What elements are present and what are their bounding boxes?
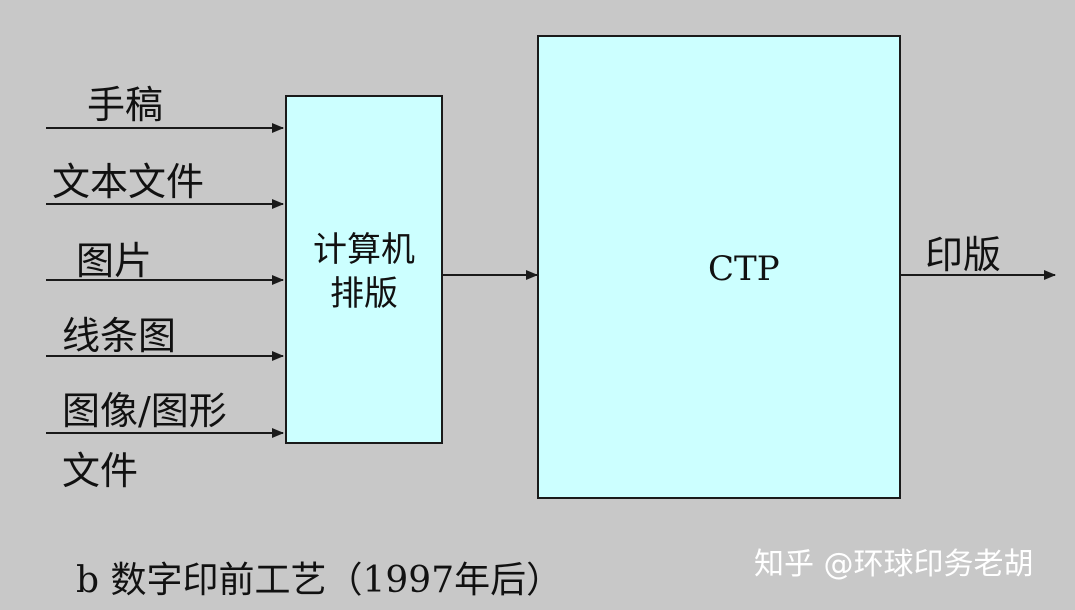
typesetting-box (285, 95, 443, 444)
input-label-image-file-line2: 文件 (62, 449, 139, 493)
typesetting-label-line2: 排版 (330, 274, 398, 314)
input-label-picture: 图片 (76, 239, 153, 283)
typesetting-label-line1: 计算机 (313, 230, 415, 270)
watermark: 知乎 @环球印务老胡 (754, 547, 1034, 582)
input-label-text-file: 文本文件 (52, 160, 205, 204)
input-label-line-drawing: 线条图 (62, 314, 177, 358)
output-label-plate: 印版 (925, 233, 1002, 277)
ctp-box (537, 35, 901, 499)
input-label-image-file: 图像/图形 (62, 389, 227, 433)
diagram-caption: b 数字印前工艺（1997年后） (76, 560, 563, 601)
ctp-label: CTP (708, 249, 780, 289)
input-label-manuscript: 手稿 (87, 83, 164, 127)
